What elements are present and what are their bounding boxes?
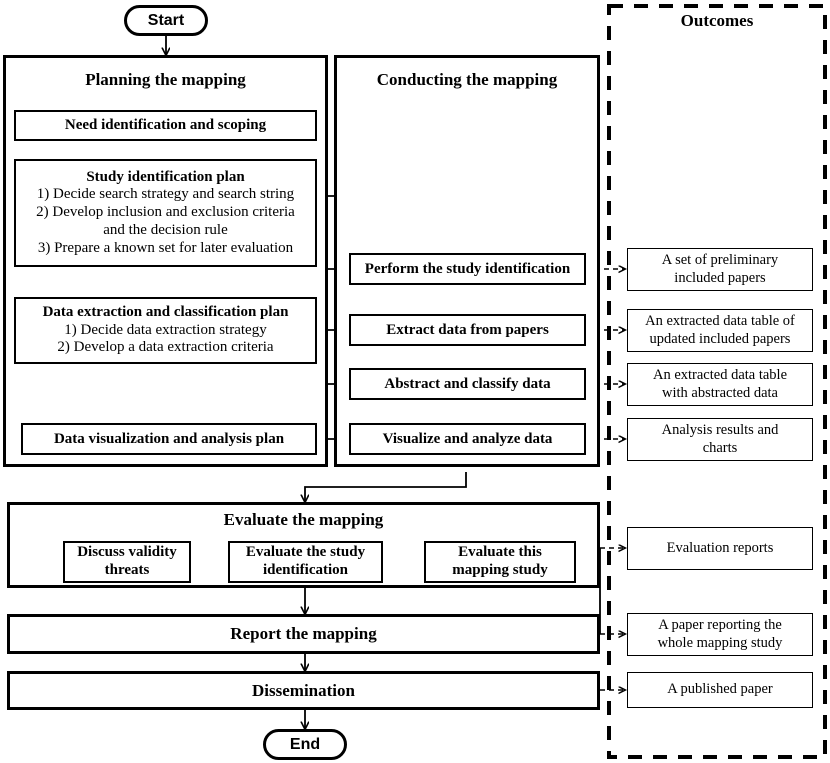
phase-evaluate-title: Evaluate the mapping: [223, 510, 384, 529]
study-identification-plan-item-1: 1) Decide search strategy and search str…: [36, 186, 295, 203]
phase-conducting-title: Conducting the mapping: [376, 70, 558, 89]
outcome-4-line1: Analysis results and: [661, 422, 779, 439]
phase-report-title: Report the mapping: [230, 624, 377, 643]
outcome-box-abstracted-data-table: An extracted data table with abstracted …: [627, 363, 813, 406]
data-extraction-plan-title: Data extraction and classification plan: [42, 303, 289, 320]
outcome-2-line2: updated included papers: [649, 330, 791, 347]
outcome-7-line1: A published paper: [667, 681, 773, 698]
outcome-1-line1: A set of preliminary: [661, 252, 779, 269]
arrow-conducting-to-evaluate: [305, 472, 467, 502]
data-extraction-plan-item-2: 2) Develop a data extraction criteria: [57, 339, 274, 356]
planning-step-data-visualization-plan: Data visualization and analysis plan: [21, 423, 317, 455]
outcome-5-line1: Evaluation reports: [666, 539, 774, 556]
conducting-step-visualize-analyze: Visualize and analyze data: [349, 423, 586, 455]
study-identification-plan-title: Study identification plan: [86, 168, 245, 185]
planning-step-study-identification-plan: Study identification plan 1) Decide sear…: [14, 159, 317, 267]
evaluate-this-mapping-study-line1: Evaluate this: [458, 544, 542, 561]
outcome-box-published-paper: A published paper: [627, 672, 813, 708]
outcome-box-preliminary-papers: A set of preliminary included papers: [627, 248, 813, 291]
data-visualization-plan-label: Data visualization and analysis plan: [53, 430, 285, 447]
outcomes-panel-border: [607, 4, 827, 759]
outcome-6-line2: whole mapping study: [657, 634, 783, 651]
planning-step-need-identification: Need identification and scoping: [14, 110, 317, 141]
planning-step-data-extraction-plan: Data extraction and classification plan …: [14, 297, 317, 364]
phase-report-container: Report the mapping: [7, 614, 600, 654]
outcomes-panel-title: Outcomes: [680, 11, 754, 30]
data-extraction-plan-item-1: 1) Decide data extraction strategy: [64, 321, 267, 338]
evaluate-step-discuss-validity-threats: Discuss validity threats: [63, 541, 191, 583]
discuss-validity-threats-line1: Discuss validity: [77, 544, 177, 561]
outcome-1-line2: included papers: [674, 269, 766, 286]
evaluate-study-identification-line2: identification: [263, 562, 348, 578]
phase-dissemination-title: Dissemination: [252, 680, 355, 700]
outcome-box-analysis-results: Analysis results and charts: [627, 418, 813, 461]
discuss-validity-threats-line2: threats: [104, 562, 150, 578]
evaluate-step-evaluate-study-identification: Evaluate the study identification: [228, 541, 383, 583]
evaluate-this-mapping-study-line2: mapping study: [452, 562, 548, 578]
outcome-3-line2: with abstracted data: [662, 384, 778, 401]
study-identification-plan-item-3: 3) Prepare a known set for later evaluat…: [37, 239, 294, 256]
outcome-box-updated-data-table: An extracted data table of updated inclu…: [627, 309, 813, 352]
outcome-box-paper-reporting: A paper reporting the whole mapping stud…: [627, 613, 813, 656]
end-terminator: End: [263, 729, 347, 760]
study-identification-plan-item-2b: and the decision rule: [103, 221, 228, 238]
evaluate-step-evaluate-this-mapping-study: Evaluate this mapping study: [424, 541, 576, 583]
outcome-3-line1: An extracted data table: [652, 367, 788, 384]
outcome-6-line1: A paper reporting the: [658, 617, 782, 634]
evaluate-study-identification-line1: Evaluate the study: [245, 544, 366, 561]
planning-step-need-identification-label: Need identification and scoping: [64, 117, 267, 133]
visualize-analyze-label: Visualize and analyze data: [382, 430, 553, 447]
abstract-classify-label: Abstract and classify data: [384, 375, 551, 392]
outcome-4-line2: charts: [702, 439, 738, 456]
extract-data-label: Extract data from papers: [386, 321, 549, 338]
phase-planning-title: Planning the mapping: [85, 70, 246, 89]
conducting-step-perform-study-identification: Perform the study identification: [349, 253, 586, 285]
outcome-2-line1: An extracted data table of: [645, 313, 795, 330]
perform-study-identification-label: Perform the study identification: [364, 260, 571, 277]
study-identification-plan-item-2: 2) Develop inclusion and exclusion crite…: [36, 204, 295, 221]
phase-dissemination-container: Dissemination: [7, 671, 600, 710]
conducting-step-abstract-classify: Abstract and classify data: [349, 368, 586, 400]
conducting-step-extract-data: Extract data from papers: [349, 314, 586, 346]
outcome-box-evaluation-reports: Evaluation reports: [627, 527, 813, 570]
start-terminator: Start: [124, 5, 208, 36]
